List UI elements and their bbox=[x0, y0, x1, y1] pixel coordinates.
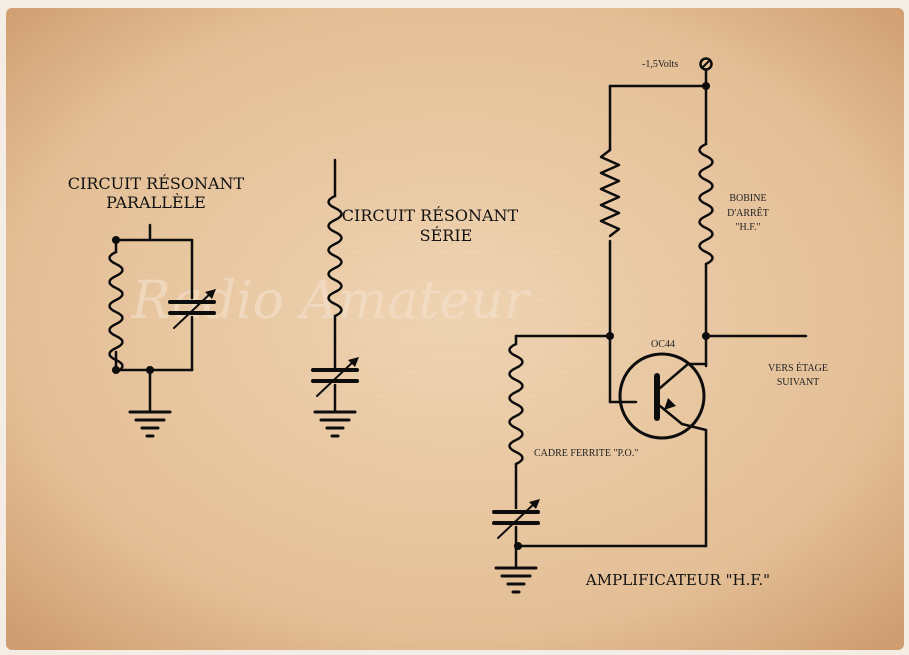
amplifier-title: AMPLIFICATEUR "H.F." bbox=[585, 571, 770, 589]
choke-label-line1: BOBINE bbox=[729, 193, 766, 204]
output-label-line2: SUIVANT bbox=[777, 377, 820, 388]
inductor-coil-icon bbox=[508, 342, 524, 466]
variable-capacitor-icon bbox=[168, 289, 216, 329]
paper-texture bbox=[6, 8, 904, 650]
hf-amplifier-circuit bbox=[492, 57, 808, 594]
inductor-coil-icon bbox=[698, 142, 714, 266]
series-circuit-title-line2: SÉRIE bbox=[420, 225, 473, 245]
choke-label-line2: D'ARRÊT bbox=[727, 207, 769, 219]
parallel-circuit-title-line2: PARALLÈLE bbox=[106, 192, 206, 212]
transistor-label: OC44 bbox=[651, 339, 675, 350]
choke-label-line3: "H.F." bbox=[735, 222, 760, 233]
parallel-circuit-title-line1: CIRCUIT RÉSONANT bbox=[68, 173, 245, 193]
ground-icon bbox=[128, 410, 172, 438]
ferrite-antenna-label: CADRE FERRITE "P.O." bbox=[534, 448, 638, 459]
inductor-coil-icon bbox=[108, 250, 124, 374]
variable-capacitor-icon bbox=[492, 499, 540, 539]
ground-icon bbox=[313, 410, 357, 438]
resistor-icon bbox=[599, 148, 621, 238]
series-resonant-circuit bbox=[311, 158, 359, 438]
variable-capacitor-icon bbox=[311, 357, 359, 397]
supply-voltage-label: -1,5Volts bbox=[642, 59, 678, 70]
inductor-coil-icon bbox=[327, 194, 343, 318]
output-label-line1: VERS ÉTAGE bbox=[768, 362, 828, 374]
pnp-transistor-icon bbox=[618, 352, 708, 440]
ground-icon bbox=[494, 566, 538, 594]
parallel-resonant-circuit bbox=[108, 223, 216, 438]
series-circuit-title-line1: CIRCUIT RÉSONANT bbox=[342, 205, 519, 225]
